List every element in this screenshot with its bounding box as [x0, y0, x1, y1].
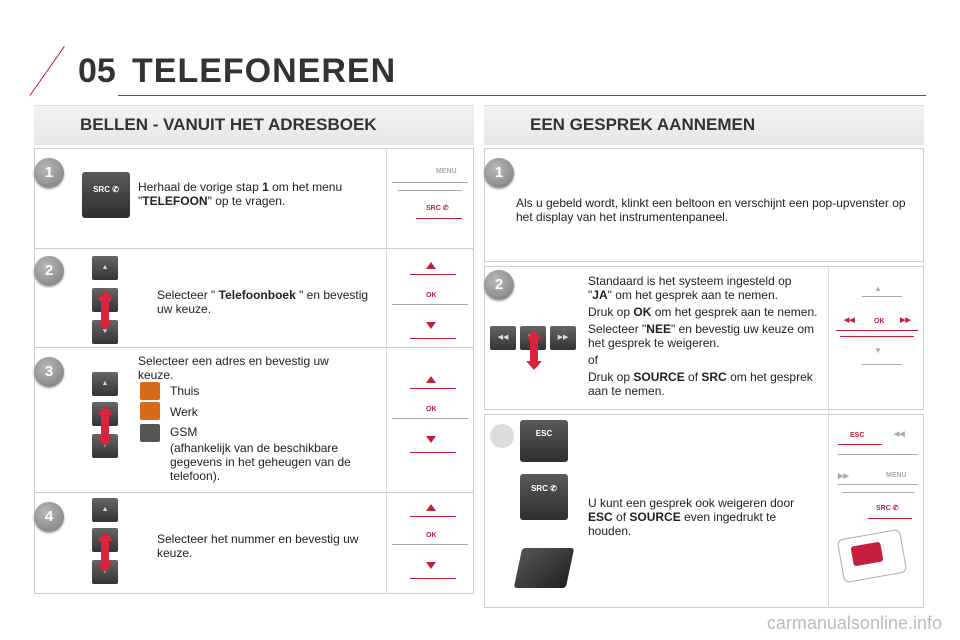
right-section-banner: EEN GESPREK AANNEMEN	[484, 105, 924, 145]
divider	[34, 347, 474, 348]
step-3-text: Selecteer een adres en bevestig uw keuze…	[138, 354, 329, 382]
step-badge: 2	[34, 256, 64, 286]
src-button[interactable]: SRC ✆	[82, 172, 130, 218]
light-icon	[490, 424, 514, 448]
scroll-arrow-icon	[97, 406, 113, 446]
answer-call-text: Standaard is het systeem ingesteld op "J…	[588, 274, 818, 398]
src-button[interactable]: SRC ✆	[520, 474, 568, 520]
left-section-title: BELLEN - VANUIT HET ADRESBOEK	[80, 115, 377, 134]
reject-call-text: U kunt een gesprek ook weigeren door ESC…	[588, 496, 795, 538]
steering-control-diagram: OK	[392, 258, 472, 344]
steering-control-diagram: MENU SRC ✆	[392, 162, 472, 240]
next-button[interactable]: ▶▶	[550, 326, 576, 350]
scroll-arrow-icon	[97, 532, 113, 572]
steering-control-diagram: OK	[392, 500, 472, 586]
divider	[386, 148, 387, 594]
address-type-work: Werk	[170, 405, 198, 419]
divider	[34, 248, 474, 249]
step-1-text: Herhaal de vorige stap 1 om het menu "TE…	[138, 180, 343, 208]
divider	[828, 266, 829, 608]
previous-button[interactable]: ◀◀	[490, 326, 516, 350]
header-rule	[118, 95, 926, 96]
press-arrow-icon	[526, 330, 542, 370]
source-button-icon[interactable]	[513, 548, 575, 588]
right-section-title: EEN GESPREK AANNEMEN	[530, 115, 756, 134]
work-icon	[140, 402, 160, 420]
divider	[34, 492, 474, 493]
step-2-text: Selecteer " Telefoonboek " en bevestig u…	[157, 288, 369, 316]
step-4-text: Selecteer het nummer en bevestig uw keuz…	[157, 532, 359, 560]
address-type-home: Thuis	[170, 384, 200, 398]
left-section-banner: BELLEN - VANUIT HET ADRESBOEK	[34, 105, 474, 145]
step-badge: 4	[34, 502, 64, 532]
address-type-gsm: GSM	[170, 425, 198, 439]
incoming-call-text: Als u gebeld wordt, klinkt een beltoon e…	[516, 196, 906, 224]
watermark: carmanualsonline.info	[766, 613, 942, 633]
steering-control-diagram: ESC ◀◀ ▶▶ MENU SRC ✆	[834, 424, 920, 604]
scroll-arrow-icon	[97, 290, 113, 330]
chapter-number: 05	[78, 52, 116, 90]
up-button[interactable]: ▲	[92, 498, 118, 522]
mobile-phone-icon	[140, 424, 160, 442]
steering-control-diagram: ▲ ◀◀ OK ▶▶ ▼	[834, 280, 920, 380]
right-step-1-panel	[484, 148, 924, 262]
home-icon	[140, 382, 160, 400]
up-button[interactable]: ▲	[92, 256, 118, 280]
header-decoration	[29, 46, 65, 96]
steering-control-diagram: OK	[392, 372, 472, 458]
step-3-note: (afhankelijk van de beschikbare gegevens…	[170, 441, 351, 483]
step-badge: 1	[34, 158, 64, 188]
step-badge: 2	[484, 270, 514, 300]
step-badge: 1	[484, 158, 514, 188]
chapter-title: TELEFONEREN	[132, 52, 397, 90]
esc-button[interactable]: ESC	[520, 420, 568, 462]
up-button[interactable]: ▲	[92, 372, 118, 396]
step-badge: 3	[34, 357, 64, 387]
